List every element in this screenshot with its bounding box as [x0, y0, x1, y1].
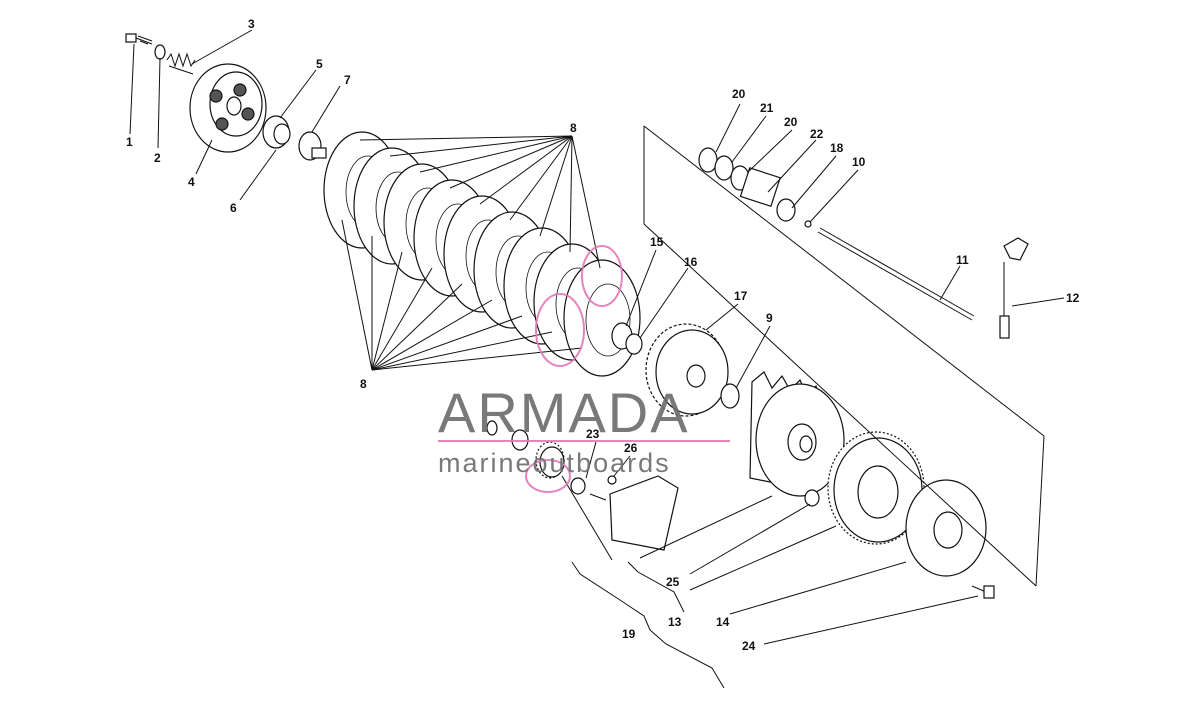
watermark-rule — [438, 440, 730, 442]
callout-1: 1 — [126, 135, 133, 149]
callout-11: 11 — [956, 253, 969, 267]
callout-24: 24 — [742, 639, 756, 653]
callout-17: 17 — [734, 289, 748, 303]
callout-8-top: 8 — [570, 121, 577, 135]
part-starter-gears — [698, 147, 812, 228]
callout-16: 16 — [684, 255, 698, 269]
part-washer — [154, 44, 166, 60]
watermark-logo-mark — [525, 245, 623, 493]
callout-19: 19 — [622, 627, 636, 641]
part-thrust-washer — [720, 383, 740, 409]
part-backing-plate — [905, 479, 987, 577]
part-nut — [804, 489, 820, 507]
part-clutch-hub — [645, 323, 729, 417]
callout-4: 4 — [188, 175, 195, 189]
callout-5: 5 — [316, 57, 323, 71]
part-hub-nut — [611, 322, 643, 355]
callout-25: 25 — [666, 575, 680, 589]
callout-13: 13 — [668, 615, 682, 629]
clutch-plate-stack — [323, 131, 641, 377]
part-bolt — [971, 585, 995, 599]
part-pressure-plate — [189, 63, 267, 153]
watermark: ARMADA marineoutboards — [438, 245, 730, 493]
callout-18: 18 — [830, 141, 844, 155]
watermark-title: ARMADA — [438, 381, 690, 444]
callout-6: 6 — [230, 201, 237, 215]
callout-3: 3 — [248, 17, 255, 31]
callout-21: 21 — [760, 101, 774, 115]
callout-8-bottom: 8 — [360, 377, 367, 391]
part-clutch-housing — [749, 371, 845, 497]
part-push-piece — [298, 131, 327, 161]
callout-10: 10 — [852, 155, 866, 169]
part-spring — [166, 52, 196, 75]
callout-22: 22 — [810, 127, 824, 141]
inset-frame — [643, 125, 1045, 587]
part-pushrod — [817, 227, 975, 321]
callout-20-b: 20 — [784, 115, 798, 129]
callout-9: 9 — [766, 311, 773, 325]
callout-7: 7 — [344, 73, 351, 87]
callout-labels: 1 2 3 4 5 6 7 8 8 15 16 17 9 20 21 20 22… — [126, 17, 1080, 653]
part-small-ring — [607, 475, 617, 485]
part-screw — [125, 33, 153, 45]
callout-12: 12 — [1066, 291, 1080, 305]
callout-26: 26 — [624, 441, 638, 455]
part-actuator — [999, 237, 1029, 339]
callout-2: 2 — [154, 151, 161, 165]
watermark-subtitle: marineoutboards — [438, 448, 671, 478]
callout-14: 14 — [716, 615, 730, 629]
callout-23: 23 — [586, 427, 600, 441]
callout-20-a: 20 — [732, 87, 746, 101]
part-bearing — [262, 115, 291, 149]
leader-lines — [129, 29, 1065, 689]
callout-15: 15 — [650, 235, 664, 249]
